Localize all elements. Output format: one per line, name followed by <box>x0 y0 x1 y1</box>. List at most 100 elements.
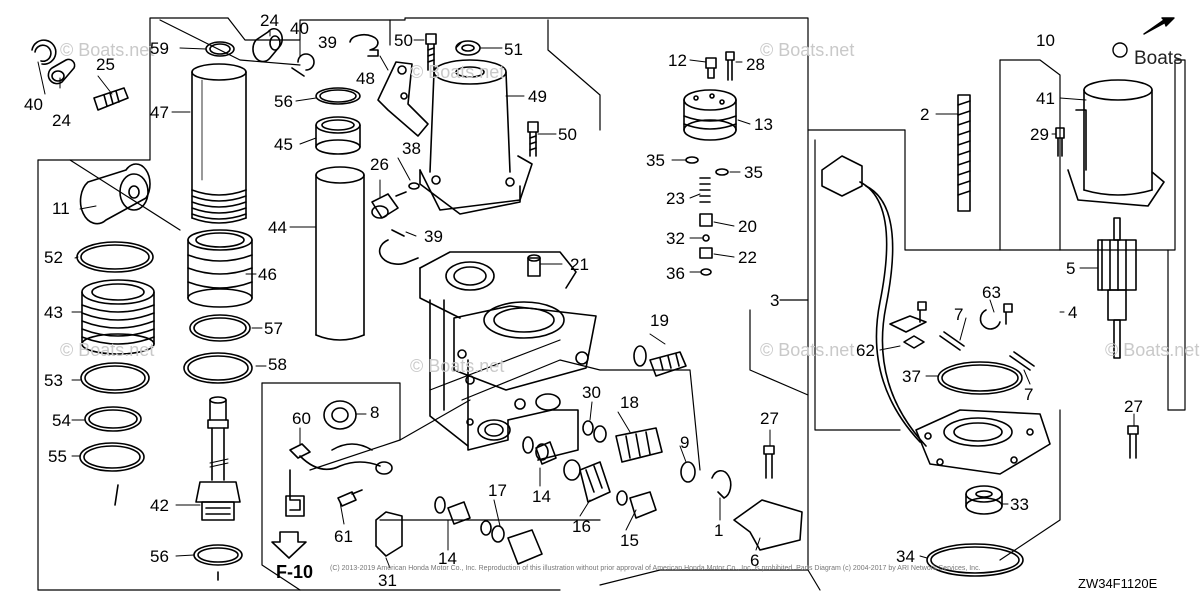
callout-part-number[interactable]: 32 <box>666 229 685 248</box>
callout-part-number[interactable]: 63 <box>982 283 1001 302</box>
callout-part-number[interactable]: 24 <box>260 11 279 30</box>
callout-part-number[interactable]: 50 <box>394 31 413 50</box>
bushing-part-33 <box>965 485 1003 515</box>
watermark-text: © Boats.net <box>1105 340 1200 360</box>
piston-part-46 <box>187 229 253 308</box>
callout-part-number[interactable]: 50 <box>558 125 577 144</box>
callout-part-number[interactable]: 27 <box>760 409 779 428</box>
callout-part-number[interactable]: 7 <box>1024 385 1034 404</box>
callout-part-number[interactable]: 17 <box>488 481 507 500</box>
callout-part-number[interactable]: 40 <box>24 95 43 114</box>
callout-part-number[interactable]: 24 <box>52 111 71 130</box>
callout-part-number[interactable]: 19 <box>650 311 669 330</box>
callout-part-number[interactable]: 39 <box>424 227 443 246</box>
callout-part-number[interactable]: 28 <box>746 55 765 74</box>
callout-part-number[interactable]: 2 <box>920 105 930 124</box>
oring-part-55 <box>79 442 145 472</box>
anode-part-60 <box>285 443 393 517</box>
callout-part-number[interactable]: 7 <box>954 305 964 324</box>
seal-part-45 <box>315 116 361 155</box>
callout-part-number[interactable]: 48 <box>356 69 375 88</box>
callout-part-number[interactable]: 20 <box>738 217 757 236</box>
callout-part-number[interactable]: 14 <box>438 549 457 568</box>
callout-part-number[interactable]: 11 <box>52 199 70 218</box>
callout-part-number[interactable]: 58 <box>268 355 287 374</box>
callout-part-number[interactable]: 35 <box>744 163 763 182</box>
brand-logo-icon <box>1112 17 1175 58</box>
clip-part-40 <box>31 39 57 65</box>
clamp-part-39-lower <box>378 239 419 265</box>
callout-part-number[interactable]: 22 <box>738 248 757 267</box>
callout-part-number[interactable]: 61 <box>334 527 353 546</box>
callout-part-number[interactable]: 6 <box>750 551 760 570</box>
callout-part-number[interactable]: 56 <box>150 547 169 566</box>
callout-part-number[interactable]: 23 <box>666 189 685 208</box>
callout-part-number[interactable]: 39 <box>318 33 337 52</box>
oring-part-52 <box>76 241 154 273</box>
callout-part-number[interactable]: 36 <box>666 264 685 283</box>
callout-part-number[interactable]: 40 <box>290 19 309 38</box>
right-lower-parts <box>711 445 803 551</box>
reference-arrow-icon <box>271 531 307 559</box>
callout-part-number[interactable]: 34 <box>896 547 915 566</box>
callout-part-number[interactable]: 45 <box>274 135 293 154</box>
callout-part-number[interactable]: 51 <box>504 40 523 59</box>
leader-lines <box>37 29 1135 569</box>
bushing-part-24-top <box>252 27 284 63</box>
callout-part-number[interactable]: 55 <box>48 447 67 466</box>
callout-part-number[interactable]: 33 <box>1010 495 1029 514</box>
watermark-text: © Boats.net <box>760 340 855 360</box>
callout-part-number[interactable]: 27 <box>1124 397 1143 416</box>
oring-part-34 <box>926 543 1024 577</box>
rod-part-2 <box>957 94 971 212</box>
callout-part-number[interactable]: 14 <box>532 487 551 506</box>
callout-part-number[interactable]: 9 <box>680 433 690 452</box>
callout-part-number[interactable]: 31 <box>378 571 397 590</box>
callout-part-number[interactable]: 29 <box>1030 125 1049 144</box>
callout-part-number[interactable]: 60 <box>292 409 311 428</box>
callout-part-number[interactable]: 49 <box>528 87 547 106</box>
watermark-text: © Boats.net <box>410 62 505 82</box>
callout-part-number[interactable]: 30 <box>582 383 601 402</box>
callout-part-number[interactable]: 3 <box>770 291 780 310</box>
bolt-part-50 <box>425 33 437 71</box>
callout-part-number[interactable]: 18 <box>620 393 639 412</box>
callout-part-number[interactable]: 10 <box>1036 31 1055 50</box>
callout-part-number[interactable]: 5 <box>1066 259 1076 278</box>
callout-part-number[interactable]: 35 <box>646 151 665 170</box>
callout-part-number[interactable]: 43 <box>44 303 63 322</box>
callout-part-number[interactable]: 59 <box>150 39 169 58</box>
copyright-notice: (C) 2013-2019 American Honda Motor Co., … <box>330 565 981 572</box>
callout-part-number[interactable]: 57 <box>264 319 283 338</box>
motor-part-41 <box>1067 79 1165 207</box>
center-top-parts <box>252 27 539 341</box>
callout-part-number[interactable]: 54 <box>52 411 71 430</box>
callout-part-number[interactable]: 42 <box>150 496 169 515</box>
callout-part-number[interactable]: 41 <box>1036 89 1055 108</box>
clip-part-40-top <box>297 53 315 71</box>
callout-part-number[interactable]: 1 <box>714 521 724 540</box>
callout-part-number[interactable]: 46 <box>258 265 277 284</box>
callout-part-number[interactable]: 16 <box>572 517 591 536</box>
seal-part-8 <box>323 400 357 430</box>
callout-part-number[interactable]: 12 <box>668 51 687 70</box>
brand-logo-text: Boats <box>1134 48 1183 69</box>
callout-part-number[interactable]: 25 <box>96 55 115 74</box>
oring-part-57 <box>189 314 251 342</box>
callout-part-number[interactable]: 4 <box>1068 303 1078 322</box>
callout-part-number[interactable]: 21 <box>570 255 589 274</box>
base-part-4 <box>889 301 1051 475</box>
callout-part-number[interactable]: 62 <box>856 341 875 360</box>
callout-part-number[interactable]: 13 <box>754 115 773 134</box>
callout-part-number[interactable]: 52 <box>44 248 63 267</box>
upper-right-valve-parts <box>683 51 737 276</box>
callout-part-number[interactable]: 26 <box>370 155 389 174</box>
callout-part-number[interactable]: 37 <box>902 367 921 386</box>
callout-part-number[interactable]: 44 <box>268 218 287 237</box>
callout-part-number[interactable]: 53 <box>44 371 63 390</box>
callout-part-number[interactable]: 56 <box>274 92 293 111</box>
callout-part-number[interactable]: 38 <box>402 139 421 158</box>
callout-part-number[interactable]: 15 <box>620 531 639 550</box>
callout-part-number[interactable]: 47 <box>150 103 169 122</box>
callout-part-number[interactable]: 8 <box>370 403 380 422</box>
